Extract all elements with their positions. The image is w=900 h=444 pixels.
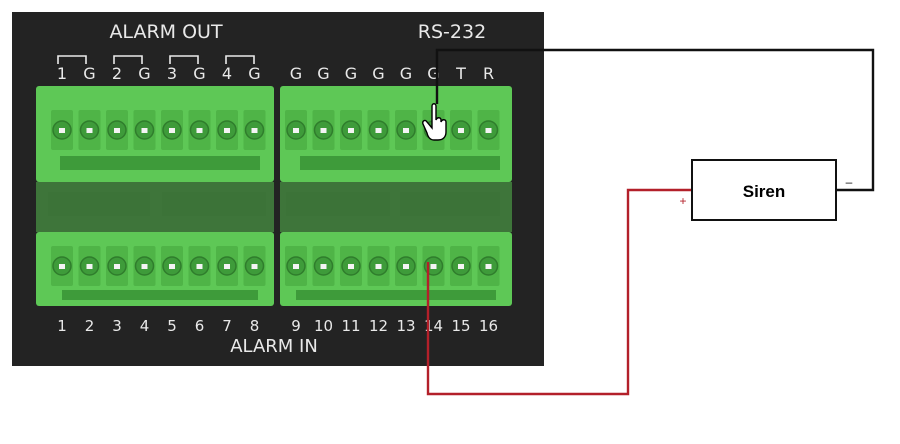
- top-terminal-label-5: 3: [167, 64, 177, 83]
- top-screw-11: [340, 110, 362, 150]
- bottom-screw-14: [422, 246, 445, 286]
- alarm-in-title: ALARM IN: [230, 336, 318, 357]
- bottom-screw-16: [477, 246, 500, 286]
- top-screw-5: [161, 110, 183, 150]
- top-terminal-label-9: G: [290, 64, 302, 83]
- rs232-title: RS-232: [418, 21, 486, 43]
- alarm-out-title: ALARM OUT: [109, 21, 223, 43]
- bottom-terminal-label-3: 3: [112, 317, 122, 335]
- bottom-terminal-label-4: 4: [140, 317, 150, 335]
- top-terminal-label-4: G: [138, 64, 150, 83]
- top-screw-15: [450, 110, 472, 150]
- top-terminal-label-15: T: [455, 64, 466, 83]
- bottom-screw-terminals: [51, 246, 500, 286]
- hand-cursor-icon: [422, 103, 447, 141]
- top-screw-6: [188, 110, 211, 150]
- bottom-screw-2: [78, 246, 101, 286]
- bottom-screw-8: [243, 246, 266, 286]
- siren-minus-label: –: [846, 175, 853, 189]
- top-screw-1: [51, 110, 73, 150]
- top-terminal-label-13: G: [400, 64, 412, 83]
- bottom-screw-11: [340, 246, 362, 286]
- bottom-screw-7: [216, 246, 238, 286]
- red-wire: [426, 188, 692, 396]
- siren-box: [691, 159, 837, 221]
- bottom-terminal-label-11: 11: [341, 317, 360, 335]
- bottom-terminal-label-16: 16: [479, 317, 498, 335]
- bottom-terminal-label-6: 6: [195, 317, 205, 335]
- top-screw-10: [312, 110, 335, 150]
- bottom-terminal-label-12: 12: [369, 317, 388, 335]
- top-terminal-label-2: G: [83, 64, 95, 83]
- top-screw-12: [367, 110, 390, 150]
- bottom-screw-1: [51, 246, 73, 286]
- bottom-screw-9: [285, 246, 307, 286]
- bottom-terminal-label-9: 9: [291, 317, 301, 335]
- bottom-terminal-label-15: 15: [451, 317, 470, 335]
- siren-label: Siren: [743, 182, 786, 201]
- bottom-screw-15: [450, 246, 472, 286]
- top-screw-2: [78, 110, 101, 150]
- top-screw-13: [395, 110, 417, 150]
- bottom-screw-3: [106, 246, 128, 286]
- bottom-terminal-label-1: 1: [57, 317, 67, 335]
- bottom-terminal-label-8: 8: [250, 317, 260, 335]
- bottom-terminal-label-7: 7: [222, 317, 232, 335]
- bottom-terminal-label-5: 5: [167, 317, 177, 335]
- top-screw-16: [477, 110, 500, 150]
- top-terminal-label-8: G: [248, 64, 260, 83]
- top-terminal-label-16: R: [483, 64, 494, 83]
- siren-plus-label: +: [679, 194, 686, 208]
- bottom-screw-12: [367, 246, 390, 286]
- top-screw-3: [106, 110, 128, 150]
- top-terminal-label-7: 4: [222, 64, 232, 83]
- bottom-terminal-label-2: 2: [85, 317, 95, 335]
- black-wire: [435, 48, 875, 192]
- bottom-screw-6: [188, 246, 211, 286]
- top-screw-8: [243, 110, 266, 150]
- top-terminal-label-1: 1: [57, 64, 67, 83]
- top-terminal-label-12: G: [372, 64, 384, 83]
- bottom-screw-4: [133, 246, 156, 286]
- bottom-screw-13: [395, 246, 417, 286]
- top-terminal-label-3: 2: [112, 64, 122, 83]
- bottom-terminal-label-13: 13: [396, 317, 415, 335]
- alarm-out-pair-brackets: [57, 55, 255, 64]
- top-screw-7: [216, 110, 238, 150]
- top-terminal-label-6: G: [193, 64, 205, 83]
- top-screw-9: [285, 110, 307, 150]
- top-terminal-label-10: G: [317, 64, 329, 83]
- bottom-terminal-label-10: 10: [314, 317, 333, 335]
- top-terminal-label-11: G: [345, 64, 357, 83]
- bottom-screw-5: [161, 246, 183, 286]
- top-screw-4: [133, 110, 156, 150]
- bottom-screw-10: [312, 246, 335, 286]
